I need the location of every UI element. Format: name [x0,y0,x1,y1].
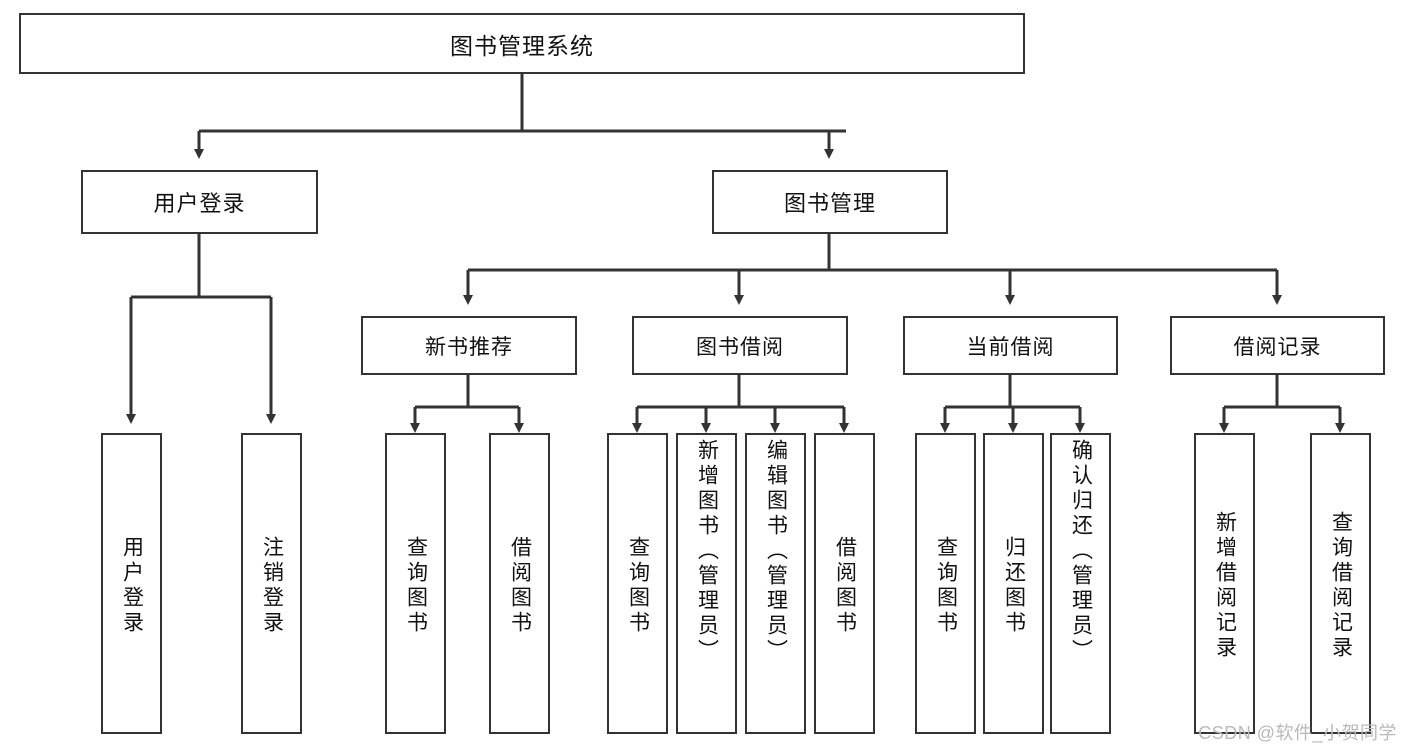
leaf-logout[interactable]: 注销登录 [241,433,302,734]
leaf-label: 编辑图书（管理员） [764,439,788,664]
leaf-query-book-nb[interactable]: 查询图书 [385,433,446,734]
leaf-query-book-cb[interactable]: 查询图书 [915,433,976,734]
node-label: 图书管理系统 [450,32,594,59]
leaf-label: 查询图书 [626,535,650,636]
node-book-borrow[interactable]: 图书借阅 [632,316,848,375]
leaf-label: 用户登录 [120,535,144,636]
leaf-query-borrow-record[interactable]: 查询借阅记录 [1310,433,1371,734]
leaf-borrow-book-bb[interactable]: 借阅图书 [814,433,875,734]
leaf-return-book[interactable]: 归还图书 [983,433,1044,734]
leaf-label: 确认归还（管理员） [1069,439,1093,664]
leaf-user-login[interactable]: 用户登录 [101,433,162,734]
leaf-label: 新增图书（管理员） [695,439,719,664]
node-label: 借阅记录 [1233,335,1322,359]
leaf-label: 借阅图书 [508,535,532,636]
leaf-borrow-book-nb[interactable]: 借阅图书 [489,433,550,734]
leaf-edit-book-admin[interactable]: 编辑图书（管理员） [745,433,806,734]
leaf-label: 新增借阅记录 [1213,510,1237,661]
node-label: 用户登录 [153,191,246,216]
leaf-label: 注销登录 [260,535,284,636]
leaf-label: 归还图书 [1002,535,1026,636]
leaf-query-book-bb[interactable]: 查询图书 [607,433,668,734]
watermark-text: CSDN @软件_小贺同学 [1198,723,1397,743]
node-label: 图书借阅 [696,335,784,359]
leaf-label: 借阅图书 [833,535,857,636]
leaf-confirm-return-admin[interactable]: 确认归还（管理员） [1050,433,1111,734]
node-label: 图书管理 [783,191,876,216]
node-root-book-management-system[interactable]: 图书管理系统 [19,13,1025,74]
leaf-label: 查询借阅记录 [1329,510,1353,661]
node-label: 新书推荐 [425,335,513,359]
leaf-add-borrow-record[interactable]: 新增借阅记录 [1194,433,1255,734]
node-new-book-recommend[interactable]: 新书推荐 [361,316,577,375]
leaf-add-book-admin[interactable]: 新增图书（管理员） [676,433,737,734]
node-label: 当前借阅 [966,335,1055,359]
node-book-management[interactable]: 图书管理 [712,170,948,234]
node-user-login[interactable]: 用户登录 [81,170,318,234]
leaf-label: 查询图书 [934,535,958,636]
node-borrow-record[interactable]: 借阅记录 [1170,316,1385,375]
node-current-borrow[interactable]: 当前借阅 [903,316,1118,375]
leaf-label: 查询图书 [404,535,428,636]
